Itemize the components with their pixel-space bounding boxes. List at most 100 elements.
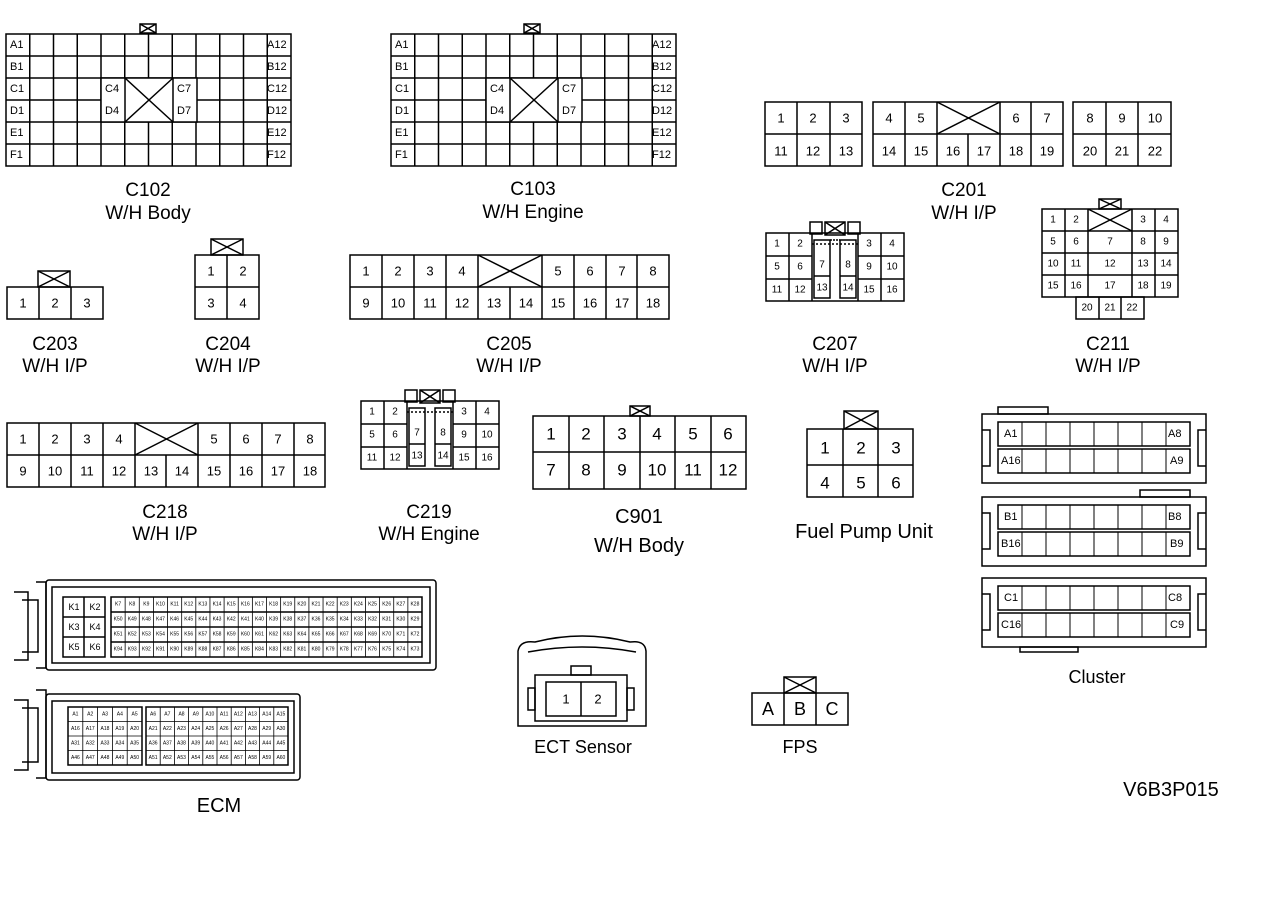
c205-pin: 7 [618, 264, 625, 279]
diagram-id: V6B3P015 [1123, 779, 1219, 801]
ecm-pin-k: K78 [340, 647, 349, 653]
ecm-pin-k: K57 [198, 632, 207, 638]
ecm-pin-k: K58 [213, 632, 222, 638]
ecm-pin-k: K74 [396, 647, 405, 653]
c211-pin: 12 [1104, 259, 1116, 270]
ect-pin: 2 [594, 692, 601, 707]
ecm-pin-a: A7 [164, 711, 170, 717]
ecm-pin-k: K54 [156, 632, 165, 638]
c901-pin: 5 [688, 425, 697, 444]
ecm-pin-k: K35 [326, 617, 335, 623]
ecm-pin-k: K8 [129, 602, 135, 608]
ecm-pin-a: A17 [86, 726, 95, 732]
connector-c203 [6, 270, 104, 320]
c201-pin: 11 [774, 144, 788, 159]
ecm-pin-k: K94 [114, 647, 123, 653]
c219-name: C219 [406, 502, 451, 523]
ecm-pin-k: K32 [368, 617, 377, 623]
c218-name: C218 [142, 502, 187, 523]
ecm-pin-k: K16 [241, 602, 250, 608]
c211-pin: 2 [1073, 215, 1079, 226]
c211-pin: 3 [1140, 215, 1146, 226]
c219-pin: 7 [414, 428, 420, 439]
ecm-pin-a: A57 [234, 755, 243, 761]
c211-pin: 15 [1047, 281, 1059, 292]
ecm-pin-a: A29 [262, 726, 271, 732]
ecm-pin-k: K55 [170, 632, 179, 638]
ecm-pin-k: K70 [382, 632, 391, 638]
ecm-pin-a: A16 [71, 726, 80, 732]
ecm-pin-k: K60 [241, 632, 250, 638]
ecm-pin-k: K86 [227, 647, 236, 653]
ecm-pin-k: K56 [184, 632, 193, 638]
fuel-pump-pin: 1 [820, 439, 829, 458]
c205-pin: 8 [649, 264, 656, 279]
c102-pin-b1: B1 [10, 61, 23, 73]
c205-pin: 2 [394, 264, 401, 279]
ecm-pin-k: K61 [255, 632, 264, 638]
c102-pin-f1: F1 [10, 149, 23, 161]
c211-pin: 22 [1126, 303, 1138, 314]
connector-c204 [194, 238, 260, 320]
ecm-pin-a: A44 [262, 740, 271, 746]
ecm-pin-a: A21 [149, 726, 158, 732]
c218-pin: 15 [207, 464, 221, 479]
ecm-pin-a: A4 [117, 711, 123, 717]
c218-pin: 11 [80, 464, 94, 479]
ecm-pin-k: K22 [326, 602, 335, 608]
c204-pin: 2 [239, 264, 246, 279]
c901-pin: 7 [546, 461, 555, 480]
c205-pin: 9 [362, 296, 369, 311]
ecm-pin-k: K79 [326, 647, 335, 653]
connector-c219 [360, 389, 500, 470]
c207-pin: 15 [863, 285, 875, 296]
c205-pin: 14 [519, 296, 533, 311]
ecm-pin-k: K88 [198, 647, 207, 653]
c218-pin: 6 [242, 432, 249, 447]
ecm-pin-k: K49 [128, 617, 137, 623]
c219-pin: 12 [389, 453, 401, 464]
ecm-pin-a: A18 [101, 726, 110, 732]
connector-fps [751, 676, 849, 726]
c207-pin: 14 [842, 283, 854, 294]
ecm-pin-k: K27 [396, 602, 405, 608]
connector-cluster [981, 406, 1207, 653]
c207-pin: 7 [819, 260, 825, 271]
c201-pin: 17 [977, 144, 991, 159]
c901-pin: 11 [684, 461, 702, 480]
fps-pin: B [794, 699, 806, 719]
c211-pin: 14 [1160, 259, 1172, 270]
c211-pin: 18 [1137, 281, 1149, 292]
c205-pin: 15 [551, 296, 565, 311]
ecm-pin-k: K52 [128, 632, 137, 638]
c219-pin: 9 [461, 430, 467, 441]
c207-pin: 4 [889, 239, 895, 250]
c103-pin-d4: D4 [490, 105, 504, 117]
connector-c218 [6, 422, 326, 488]
ecm-pin-k: K64 [297, 632, 306, 638]
c205-pin: 11 [423, 296, 437, 311]
ecm-pin-k: K21 [312, 602, 321, 608]
ecm-pin-k: K36 [312, 617, 321, 623]
c219-pin: 15 [458, 453, 470, 464]
ecm-pin-k: K48 [142, 617, 151, 623]
cluster-pin: A1 [1004, 428, 1017, 440]
ecm-pin-k: K50 [114, 617, 123, 623]
ecm-pin-k: K31 [382, 617, 391, 623]
c102-pin-c7: C7 [177, 83, 191, 95]
ecm-pin-a: A15 [276, 711, 285, 717]
connector-c102 [5, 23, 292, 167]
connector-fuel-pump-unit [806, 410, 914, 498]
ecm-pin-a: A9 [193, 711, 199, 717]
ecm-pin-k: K62 [269, 632, 278, 638]
c207-pin: 6 [797, 262, 803, 273]
ecm-pin-k: K34 [340, 617, 349, 623]
ecm-pin-a: A31 [71, 740, 80, 746]
connector-c211 [1041, 198, 1179, 320]
c201-pin: 3 [842, 111, 849, 126]
ecm-pin-a: A14 [262, 711, 271, 717]
c218-pin: 3 [83, 432, 90, 447]
ecm-pin-a: A20 [130, 726, 139, 732]
ecm-pin-a: A13 [248, 711, 257, 717]
ecm-pin-a: A34 [115, 740, 124, 746]
